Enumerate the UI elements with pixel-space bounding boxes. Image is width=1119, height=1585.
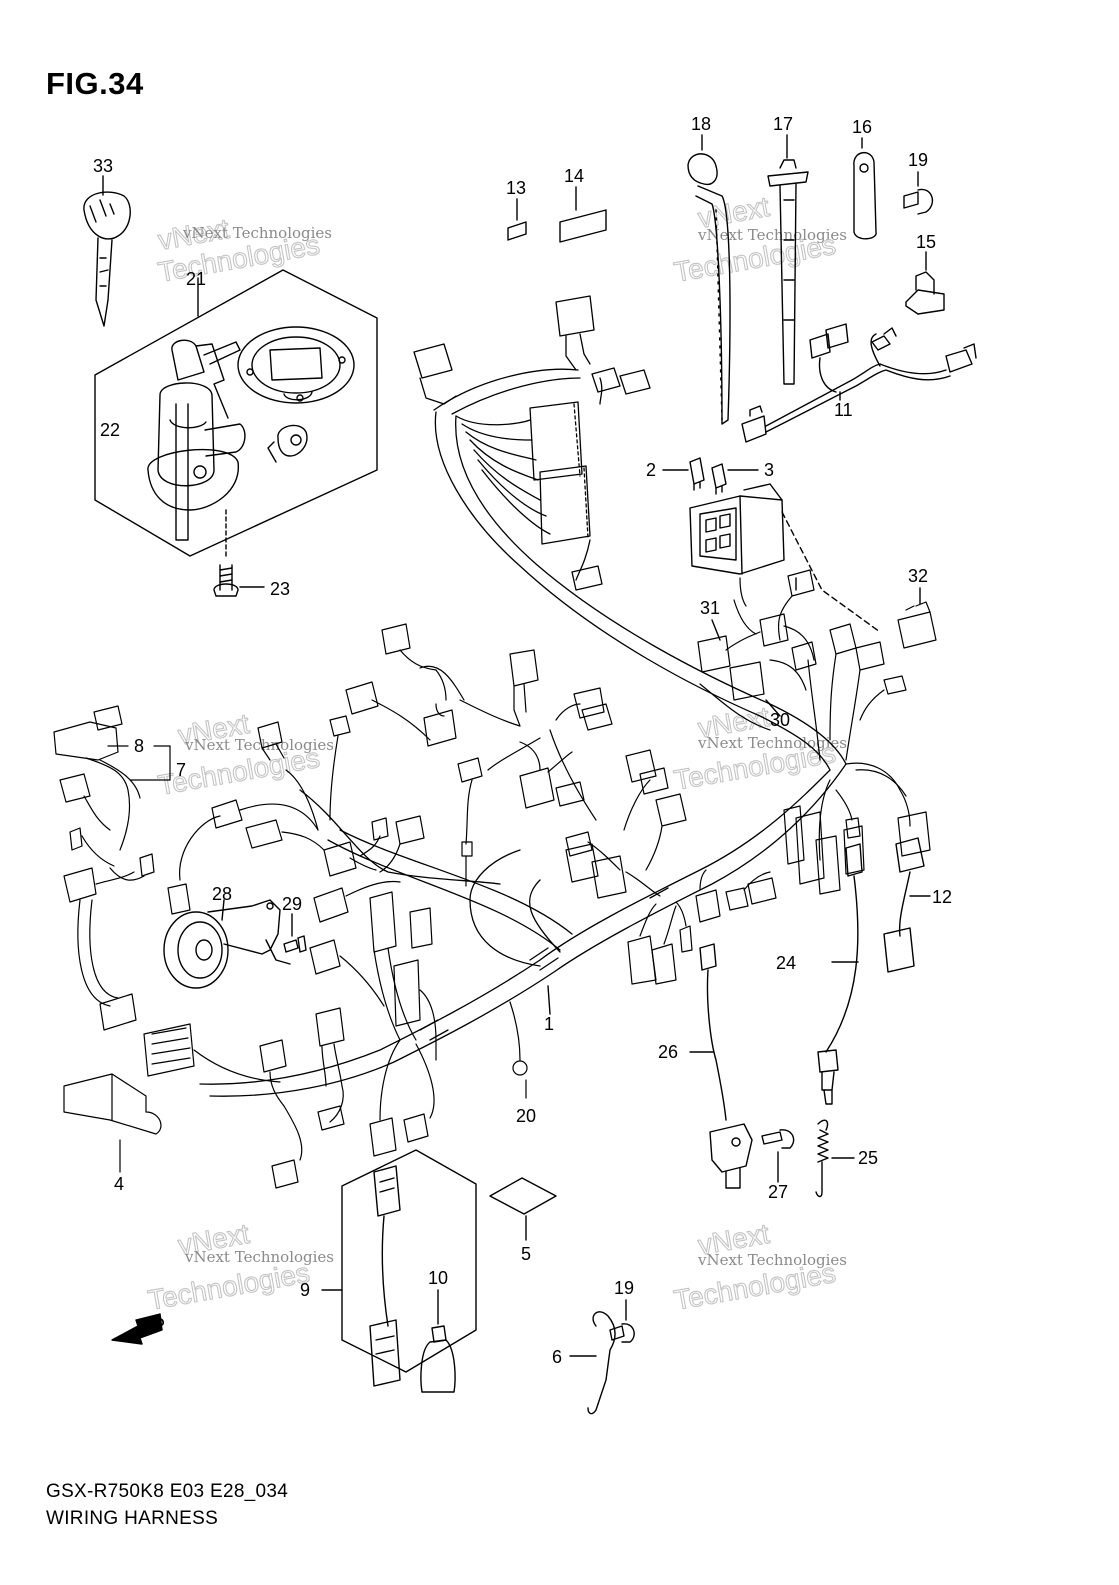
spring-25-drawing (815, 1119, 855, 1198)
part-label-32: 32 (908, 566, 928, 586)
watermark-bottom-right: vNext vNext Technologies Technologies (671, 1217, 847, 1316)
sub-harness-11-drawing (741, 323, 977, 443)
clamp-15-drawing (905, 251, 945, 315)
sticker-5-drawing (489, 1177, 557, 1241)
part-label-6: 6 (552, 1347, 562, 1367)
forward-direction-arrow: FWD (111, 1313, 167, 1345)
switch-26-drawing (689, 943, 753, 1189)
bolt-29-drawing (283, 913, 307, 953)
main-harness-trunk (199, 295, 847, 1097)
part-label-24: 24 (776, 953, 796, 973)
part-label-27: 27 (768, 1182, 788, 1202)
part-label-16: 16 (852, 117, 872, 137)
part-label-22: 22 (100, 420, 120, 440)
screw-23-drawing (213, 564, 265, 597)
sensor-24-drawing (817, 843, 863, 1105)
part-label-5: 5 (521, 1244, 531, 1264)
part-label-17: 17 (773, 114, 793, 134)
figure-title: FIG.34 (46, 66, 144, 101)
harness-middle-branches (167, 569, 937, 1189)
svg-text:vNext Technologies: vNext Technologies (697, 226, 847, 244)
svg-text:vNext Technologies: vNext Technologies (184, 736, 334, 754)
ignition-switch-set-drawing (94, 269, 378, 557)
svg-text:vNext Technologies: vNext Technologies (184, 1248, 334, 1266)
part-label-11: 11 (834, 400, 853, 420)
watermark-top-left: vNext vNext Technologies Technologies (155, 212, 332, 288)
part-label-28: 28 (212, 884, 232, 904)
part-label-15: 15 (916, 232, 936, 252)
part-label-7: 7 (176, 760, 186, 780)
figure-code: GSX-R750K8 E03 E28_034 (46, 1481, 289, 1502)
part-label-3: 3 (764, 460, 774, 480)
part-label-9: 9 (300, 1280, 310, 1300)
bolt-27-drawing (761, 1129, 795, 1183)
part-label-19-bottom: 19 (614, 1278, 634, 1298)
sub-harness-box-9-10-drawing (321, 1149, 477, 1393)
watermark-mid-left: vNext vNext Technologies Technologies (155, 707, 334, 801)
harness-left-branches (53, 705, 281, 1173)
part-label-19-top: 19 (908, 150, 928, 170)
part-label-25: 25 (858, 1148, 878, 1168)
part-label-14: 14 (564, 166, 584, 186)
clamp-18-drawing (687, 134, 731, 425)
watermark-top-right: vNext vNext Technologies Technologies (671, 190, 847, 288)
bolt-19-top-drawing (903, 171, 934, 215)
part-label-26: 26 (658, 1042, 678, 1062)
part-label-18: 18 (691, 114, 711, 134)
part-label-20: 20 (516, 1106, 536, 1126)
ignition-key-drawing (83, 175, 131, 327)
svg-text:vNext Technologies: vNext Technologies (182, 224, 332, 242)
part-label-29: 29 (282, 894, 302, 914)
fuses-drawing (662, 457, 759, 495)
part-label-31: 31 (700, 598, 720, 618)
part-label-8: 8 (134, 736, 144, 756)
horn-28-drawing (163, 899, 291, 989)
part-number-labels: 33 21 22 23 13 14 18 17 16 19 15 11 2 3 … (93, 114, 952, 1367)
clamp-16-drawing (853, 137, 877, 240)
clip-6-drawing (569, 1311, 616, 1415)
part-label-1: 1 (544, 1014, 554, 1034)
figure-name: WIRING HARNESS (46, 1508, 219, 1529)
part-label-12: 12 (932, 887, 952, 907)
part-label-30: 30 (770, 710, 790, 730)
connector-12-drawing (883, 837, 931, 973)
part-label-21: 21 (186, 269, 206, 289)
label-sticker-14-drawing (559, 186, 607, 243)
svg-text:vNext Technologies: vNext Technologies (697, 734, 847, 752)
fuse-box-drawing (689, 483, 881, 633)
part-label-4: 4 (114, 1174, 124, 1194)
leader-lines (547, 577, 921, 1015)
svg-text:vNext Technologies: vNext Technologies (697, 1251, 847, 1269)
part-label-13: 13 (506, 178, 526, 198)
label-sticker-13-drawing (507, 198, 527, 241)
part-label-10: 10 (428, 1268, 448, 1288)
watermark-bottom-left: vNext vNext Technologies Technologies (145, 1217, 334, 1316)
part-label-33: 33 (93, 156, 113, 176)
part-label-2: 2 (646, 460, 656, 480)
part-label-23: 23 (270, 579, 290, 599)
clamp-17-drawing (767, 134, 809, 385)
bolt-19-bottom-drawing (609, 1299, 635, 1343)
